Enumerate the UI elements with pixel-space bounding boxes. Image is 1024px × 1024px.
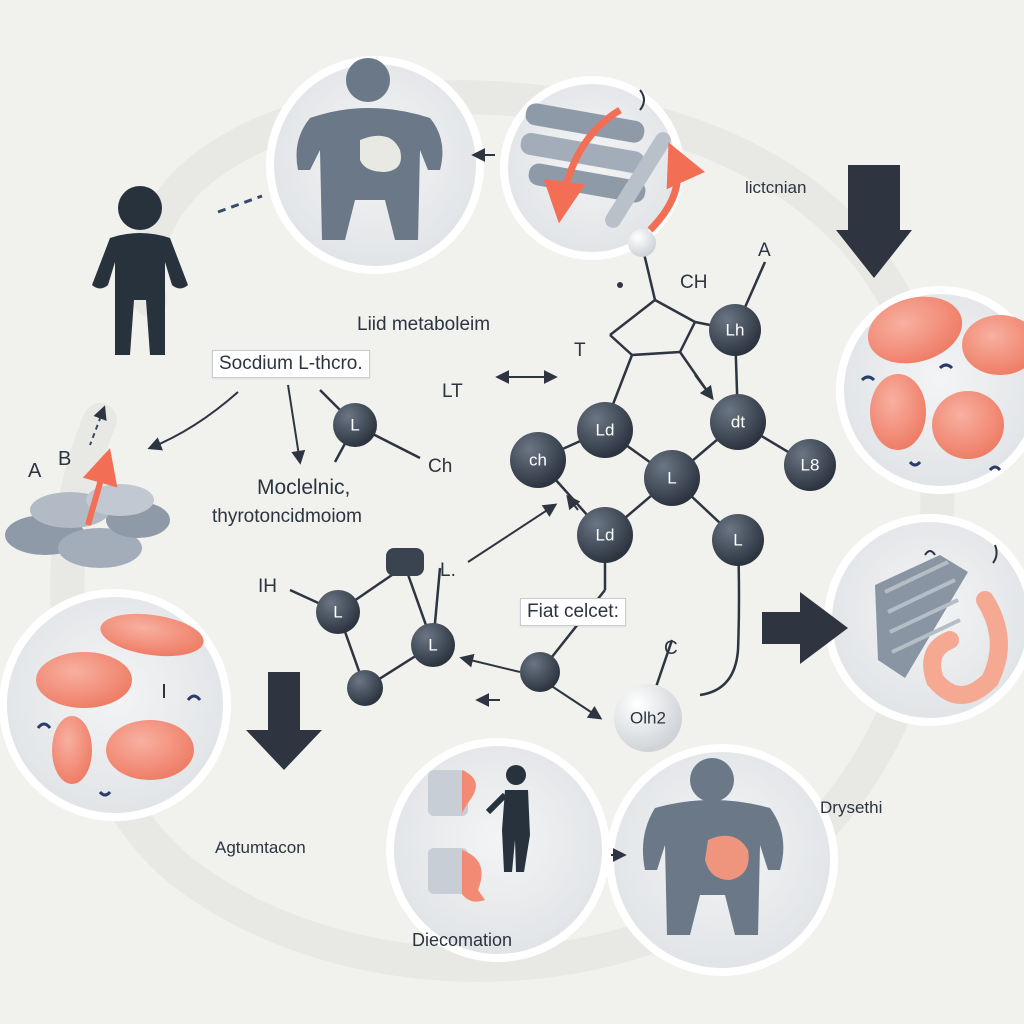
atom-l-mid-label: L bbox=[428, 636, 437, 655]
label-sodium: Socdium L-thcro. bbox=[212, 350, 370, 378]
atom-l8-label: L8 bbox=[801, 456, 820, 475]
fat-cells-icon bbox=[836, 286, 1024, 494]
arrow-to-olh2 bbox=[549, 684, 603, 720]
adipocytes-icon bbox=[0, 589, 231, 821]
arrow-sodium-down bbox=[287, 384, 306, 465]
label-b: B bbox=[58, 448, 72, 470]
stacked-tablets-icon bbox=[5, 405, 170, 568]
atom-ch bbox=[510, 432, 566, 488]
down-arrow-right bbox=[836, 165, 912, 278]
atom-ld-lower-label: Ld bbox=[596, 526, 615, 545]
person-liver-bottom-icon bbox=[606, 744, 838, 976]
atom-plain-center bbox=[520, 652, 560, 692]
atom-olh2-label: Olh2 bbox=[630, 709, 666, 728]
label-agglutination: Agtumtacon bbox=[215, 838, 306, 857]
mitochondria-icon bbox=[824, 514, 1024, 726]
atom-l-small-label: L bbox=[350, 416, 359, 435]
arrow-sodium-to-tablets bbox=[147, 391, 239, 451]
cells-person-icon bbox=[386, 738, 610, 962]
atom-lh bbox=[709, 304, 761, 356]
atom-lh-label: Lh bbox=[726, 321, 745, 340]
atom-ld-upper-label: Ld bbox=[596, 421, 615, 440]
label-lactation: lictcnian bbox=[745, 178, 807, 197]
central-molecule bbox=[510, 229, 836, 752]
muscle-fibers-icon bbox=[500, 76, 705, 260]
atom-top-pale bbox=[628, 229, 656, 257]
atom-l-small bbox=[333, 403, 377, 447]
label-molecular-2: thyrotoncidmoiom bbox=[212, 506, 362, 527]
dash-connector-1 bbox=[217, 194, 263, 214]
atom-l-right bbox=[712, 514, 764, 566]
label-decomation: Diecomation bbox=[412, 930, 513, 950]
atom-l8 bbox=[784, 439, 836, 491]
label-l-small: L. bbox=[440, 560, 456, 581]
right-arrow-mito bbox=[762, 592, 848, 664]
label-ch-left: Ch bbox=[428, 456, 453, 477]
atom-l-left bbox=[316, 590, 360, 634]
label-a-top: A bbox=[758, 240, 771, 261]
label-fat-cell: Fiat celcet: bbox=[520, 598, 626, 626]
arrow-to-left-molecule bbox=[459, 653, 521, 673]
atom-dt bbox=[710, 394, 766, 450]
atom-l-mid bbox=[411, 623, 455, 667]
atom-l-left-label: L bbox=[333, 603, 342, 622]
label-molecular-1: Moclelnic, bbox=[257, 476, 351, 499]
label-c: C bbox=[664, 638, 678, 659]
label-ch-top: CH bbox=[680, 272, 708, 293]
atom-olh2 bbox=[614, 684, 682, 752]
label-lipid-metabolism: Liid metaboleim bbox=[357, 314, 491, 335]
small-molecule bbox=[319, 389, 421, 463]
atom-ch-label: ch bbox=[529, 451, 547, 470]
label-lt: LT bbox=[442, 381, 463, 402]
atom-plain-bottom bbox=[347, 670, 383, 706]
atom-ld-lower bbox=[577, 507, 633, 563]
arrow-lower-to-center bbox=[467, 503, 558, 563]
label-a: A bbox=[28, 460, 42, 482]
atom-ld-upper bbox=[577, 402, 633, 458]
person-standing-icon bbox=[92, 186, 188, 355]
label-ih: IH bbox=[258, 576, 277, 597]
lower-left-molecule bbox=[289, 548, 455, 706]
atom-l-center-label: L bbox=[667, 469, 676, 488]
person-liver-icon bbox=[266, 56, 484, 274]
label-t: T bbox=[574, 340, 586, 361]
atom-dt-label: dt bbox=[731, 413, 745, 432]
atom-l-right-label: L bbox=[733, 531, 742, 550]
down-arrow-left bbox=[246, 672, 322, 770]
atom-l-center bbox=[644, 450, 700, 506]
label-dyslipid: Drysethi bbox=[820, 798, 883, 817]
